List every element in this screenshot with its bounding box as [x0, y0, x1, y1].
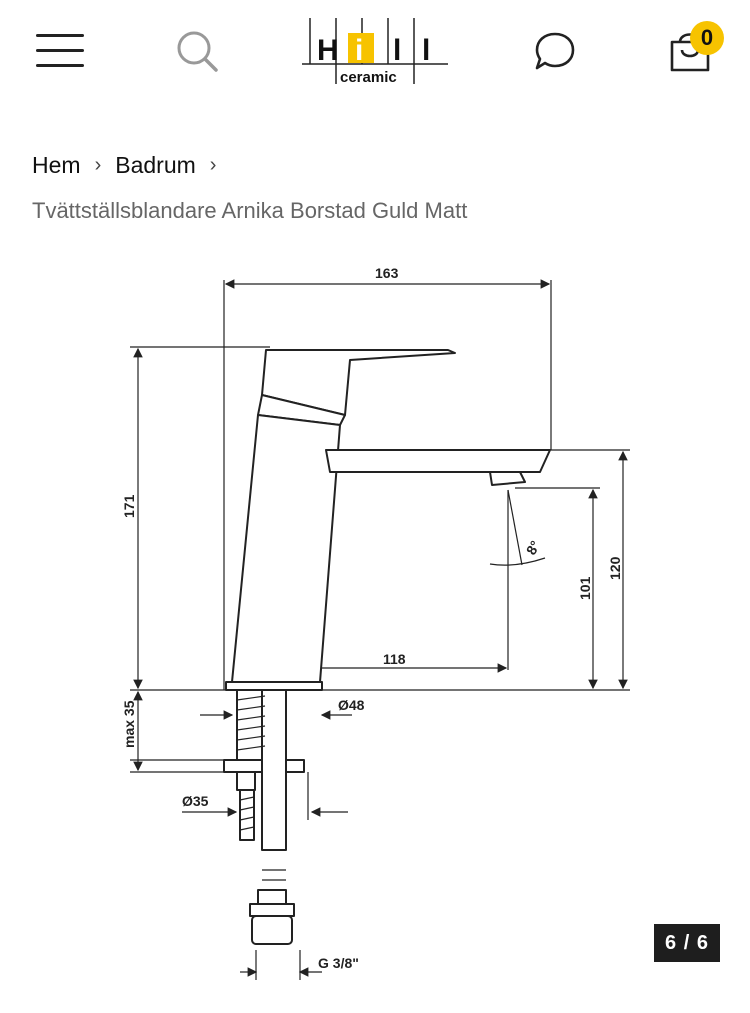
breadcrumb: Hem › Badrum ›: [32, 152, 230, 179]
dim-angle: 8°: [523, 538, 544, 558]
logo-letter: l: [393, 34, 401, 67]
dim-spout-height: 120: [607, 556, 623, 580]
chat-icon[interactable]: [532, 28, 578, 74]
site-logo[interactable]: H i l l ceramic: [300, 16, 450, 86]
logo-subtitle: ceramic: [340, 69, 397, 86]
cart-count-badge: 0: [690, 21, 724, 55]
search-icon[interactable]: [174, 28, 220, 74]
dim-reach: 118: [383, 651, 406, 667]
site-header: H i l l ceramic 0: [0, 0, 750, 100]
chevron-right-icon: ›: [209, 154, 217, 176]
dim-hole-diameter: Ø35: [182, 793, 209, 809]
breadcrumb-item-hem[interactable]: Hem: [32, 152, 81, 178]
dim-max-thickness: max 35: [121, 700, 137, 748]
product-title: Tvättställsblandare Arnika Borstad Guld …: [32, 198, 468, 223]
chevron-right-icon: ›: [94, 154, 102, 176]
gallery-counter: 6 / 6: [654, 924, 720, 962]
dim-height: 171: [121, 494, 137, 518]
technical-drawing[interactable]: 163 118 Ø48 Ø35 G 3/8" 171 120 101 max 3…: [0, 250, 750, 990]
logo-letter: H: [317, 34, 339, 67]
dim-outlet-height: 101: [577, 576, 593, 600]
breadcrumb-item-badrum[interactable]: Badrum: [115, 152, 196, 178]
menu-icon[interactable]: [36, 32, 84, 70]
dim-base-diameter: Ø48: [338, 697, 365, 713]
dim-width: 163: [375, 265, 399, 281]
logo-letter: i: [355, 34, 363, 67]
logo-letter: l: [422, 34, 430, 67]
dim-thread: G 3/8": [318, 955, 359, 971]
